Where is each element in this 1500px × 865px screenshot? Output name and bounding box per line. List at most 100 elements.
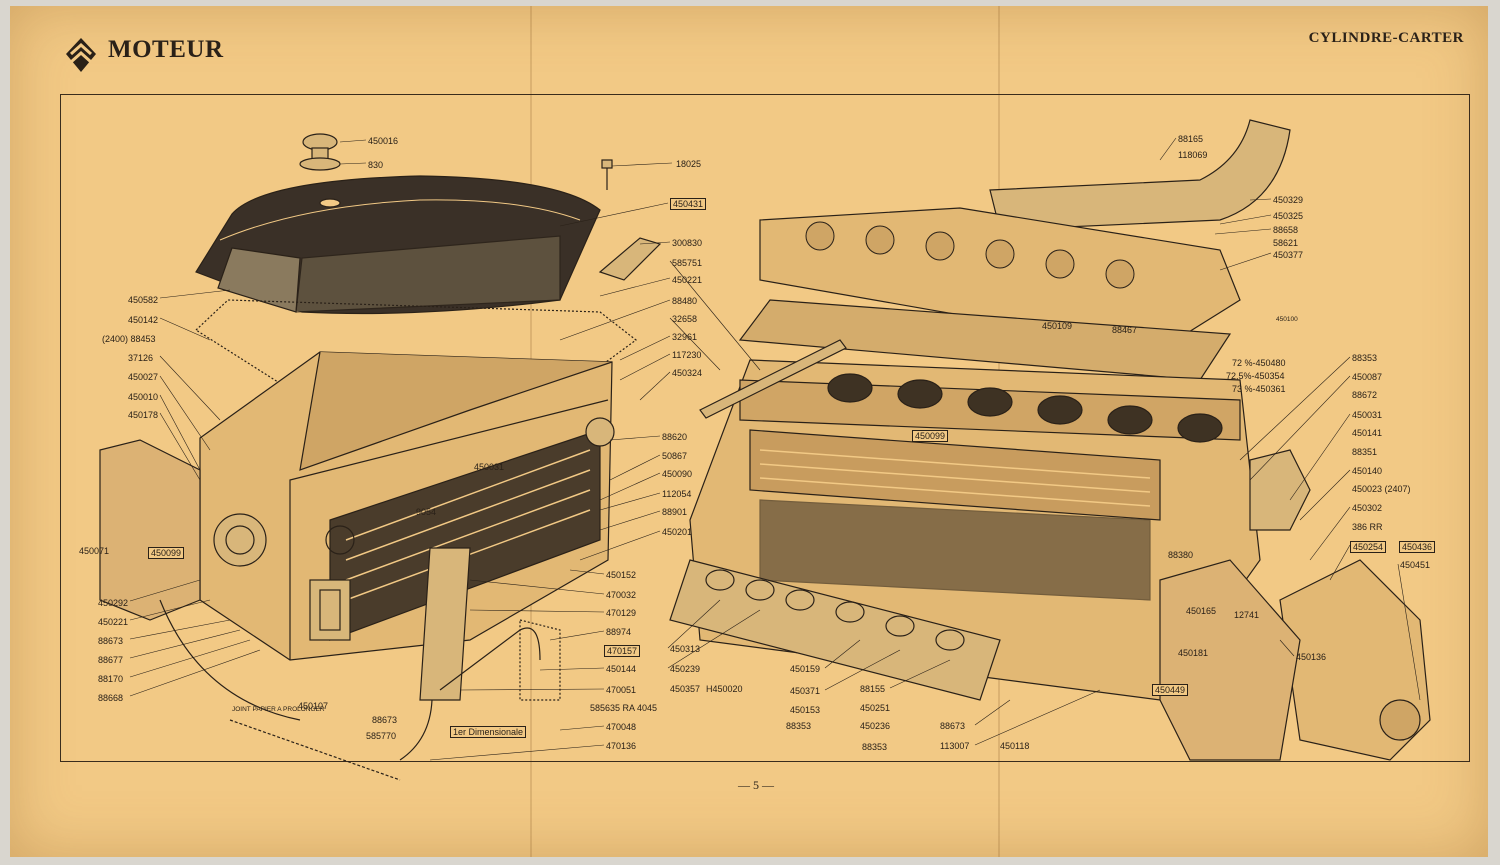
part-number-label: 585635 RA 4045	[590, 703, 658, 713]
part-number-label: 450071	[79, 546, 110, 556]
part-number-label: 88351	[1352, 447, 1378, 457]
tie-rod	[699, 339, 847, 419]
part-number-label: 118069	[1178, 150, 1208, 160]
water-pump-gasket	[1249, 449, 1311, 531]
part-number-label: 450178	[128, 410, 159, 420]
part-number-label: 450582	[128, 295, 159, 305]
part-number-label: 88673	[98, 636, 124, 646]
part-number-label: 450099	[912, 430, 949, 442]
page-title: MOTEUR	[108, 36, 224, 63]
part-number-label: 88353	[862, 742, 888, 752]
front-plate	[1159, 559, 1301, 761]
part-number-label: 450099	[148, 547, 185, 559]
part-number-label: 450324	[672, 368, 703, 378]
part-number-label: 9054	[416, 507, 437, 517]
bolt-18025	[601, 159, 613, 190]
part-number-label: 72 %-450480	[1232, 358, 1286, 368]
part-number-label: 450292	[98, 598, 129, 608]
part-number-label: 450100	[1276, 316, 1298, 323]
part-number-label: 450377	[1273, 250, 1304, 260]
part-number-label: 450251	[860, 703, 891, 713]
part-number-label: 470032	[606, 590, 637, 600]
part-number-label: 450201	[662, 527, 693, 537]
part-number-label: 50867	[662, 451, 688, 461]
part-number-label: 450302	[1352, 503, 1383, 513]
part-number-label: 830	[368, 160, 384, 170]
part-number-label: 450142	[128, 315, 159, 325]
part-number-label: 450027	[128, 372, 159, 382]
part-number-label: 88165	[1178, 134, 1204, 144]
lower-curve	[159, 599, 301, 721]
cylinder-head	[759, 207, 1241, 351]
part-number-label: 450357	[670, 684, 701, 694]
part-number-label: 450221	[98, 617, 129, 627]
part-number-label: 73 %-450361	[1232, 384, 1286, 394]
part-number-label: 88673	[940, 721, 966, 731]
part-number-label: 470136	[606, 741, 637, 751]
part-number-label: 88672	[1352, 390, 1378, 400]
part-number-label: 450165	[1186, 606, 1217, 616]
part-number-label: 450118	[1000, 741, 1030, 751]
chevron-logo-icon	[66, 38, 96, 72]
part-number-label: 450159	[790, 664, 821, 674]
part-number-label: 450031	[1352, 410, 1383, 420]
part-number-label: 450325	[1273, 211, 1304, 221]
part-number-label: 450239	[670, 664, 701, 674]
part-number-label: H450020	[706, 684, 743, 694]
section-title: CYLINDRE-CARTER	[1308, 30, 1464, 46]
part-number-label: 450181	[1178, 648, 1209, 658]
part-number-label: 88673	[372, 715, 398, 725]
part-number-label: 450090	[662, 469, 693, 479]
leader-lines	[129, 137, 1421, 761]
part-number-label: 450023 (2407)	[1352, 484, 1411, 494]
part-number-label: 450313	[670, 644, 701, 654]
part-number-label: 585751	[672, 258, 703, 268]
part-number-label: 450152	[606, 570, 637, 580]
part-number-label: 450016	[368, 136, 399, 146]
part-number-label: 450087	[1352, 372, 1383, 382]
part-number-label: 58621	[1273, 238, 1299, 248]
part-number-label: 470048	[606, 722, 637, 732]
part-number-label: 470129	[606, 608, 637, 618]
part-number-label: 450431	[670, 198, 707, 210]
rear-plate	[99, 439, 201, 621]
part-number-label: 117230	[672, 350, 702, 360]
part-number-label: 88170	[98, 674, 124, 684]
part-number-label: 450031	[474, 462, 505, 472]
part-number-label: 450329	[1273, 195, 1304, 205]
part-number-label: 450236	[860, 721, 891, 731]
part-number-label: 450140	[1352, 466, 1383, 476]
part-number-label: 450153	[790, 705, 821, 715]
part-number-label: 88353	[1352, 353, 1378, 363]
crankcase-block	[199, 351, 615, 661]
part-number-label: 113007	[940, 741, 970, 751]
part-number-label: JOINT PAPIER A PROLONGER	[232, 706, 325, 713]
part-number-label: 450449	[1152, 684, 1189, 696]
part-number-label: 450371	[790, 686, 821, 696]
part-number-label: 450451	[1400, 560, 1431, 570]
part-number-label: 88480	[672, 296, 698, 306]
part-number-label: (2400) 88453	[102, 334, 156, 344]
part-number-label: 32658	[672, 314, 698, 324]
oil-pipe	[399, 699, 433, 761]
water-outlet-pipe	[989, 119, 1291, 231]
part-number-label: 450436	[1399, 541, 1436, 553]
part-number-label: 88974	[606, 627, 632, 637]
part-number-label: 450136	[1296, 652, 1327, 662]
bracket-300830	[598, 237, 662, 281]
part-number-label: 470051	[606, 685, 637, 695]
part-number-label: 88467	[1112, 325, 1138, 335]
part-number-label: 1er Dimensionale	[450, 726, 527, 738]
diagram-frame	[60, 94, 1470, 762]
part-number-label: 300830	[672, 238, 703, 248]
part-number-label: 112054	[662, 489, 692, 499]
part-number-label: 88668	[98, 693, 124, 703]
part-number-label: 450109	[1042, 321, 1073, 331]
oil-filler-cap	[299, 133, 341, 171]
manifold-gasket	[669, 559, 1001, 701]
part-number-label: 450221	[672, 275, 703, 285]
part-number-label: 72,5%-450354	[1226, 371, 1285, 381]
part-number-label: 450144	[606, 664, 637, 674]
part-number-label: 450107	[298, 701, 329, 711]
